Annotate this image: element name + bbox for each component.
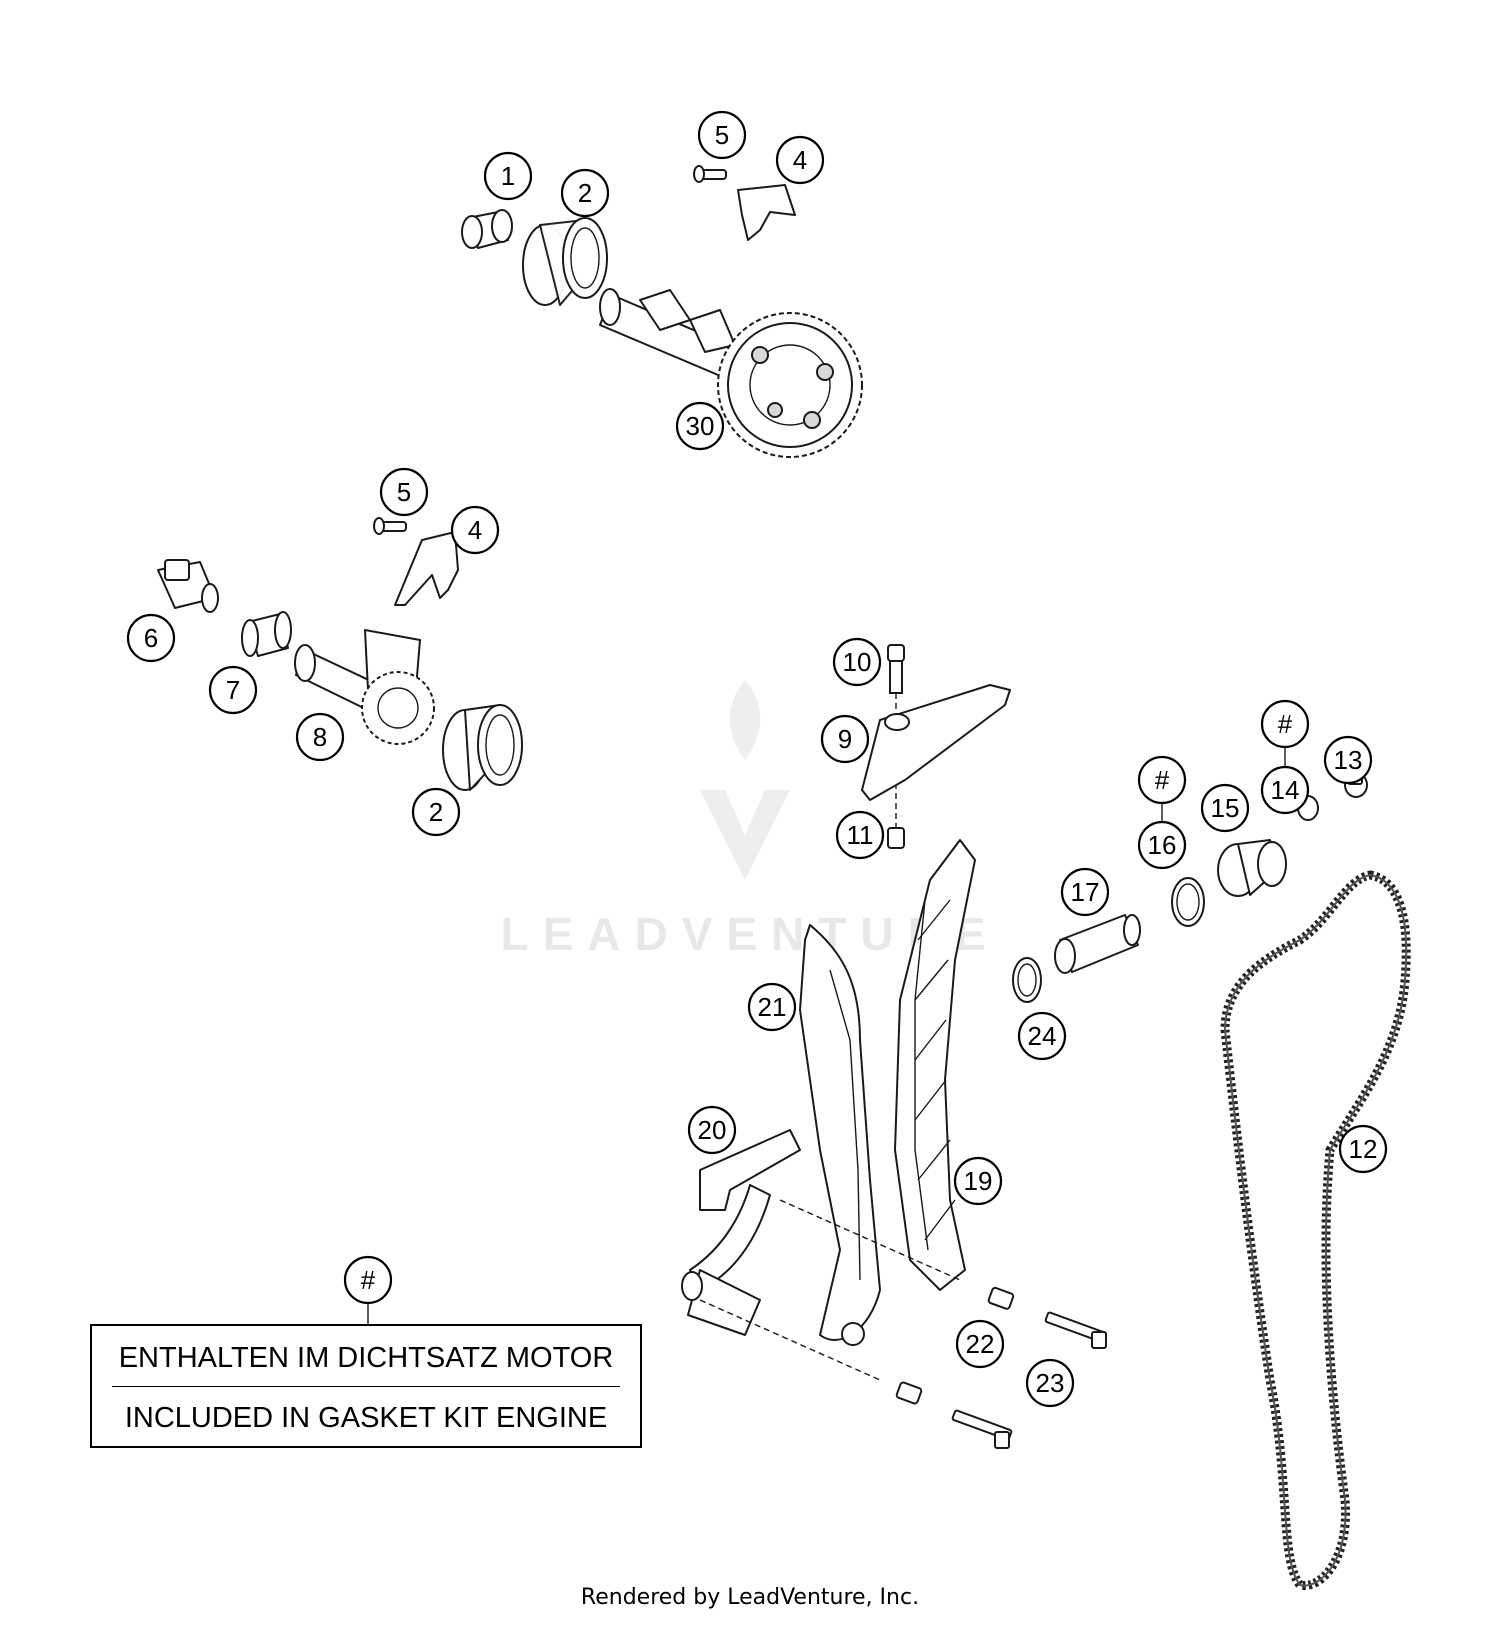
svg-text:11: 11: [847, 820, 874, 850]
callout-6: 6: [126, 613, 176, 663]
callout-7: 7: [208, 665, 258, 715]
callout-legend-hash: #: [343, 1255, 393, 1305]
part-8-camshaft-sprocket: [294, 629, 435, 745]
svg-text:20: 20: [698, 1115, 727, 1145]
svg-text:5: 5: [397, 477, 411, 507]
part-1-bearing: [461, 209, 513, 249]
part-4-bracket-mid: [394, 531, 459, 606]
svg-text:12: 12: [1349, 1134, 1378, 1164]
intake-camshaft-group: [157, 517, 523, 791]
svg-text:13: 13: [1334, 745, 1363, 775]
callout-2-mid: 2: [411, 787, 461, 837]
svg-text:19: 19: [964, 1166, 993, 1196]
svg-text:7: 7: [226, 675, 240, 705]
part-10-bolt: [887, 644, 905, 694]
part-2-bearing-ring-mid: [442, 704, 523, 791]
part-9-upper-guide: [861, 684, 1011, 801]
callout-17: 17: [1060, 867, 1110, 917]
part-23-bolt-upper: [1044, 1311, 1107, 1349]
legend-line-english: INCLUDED IN GASKET KIT ENGINE: [124, 1402, 608, 1434]
callout-1: 1: [483, 151, 533, 201]
part-30-cam-sprocket: [717, 312, 863, 458]
svg-text:23: 23: [1036, 1368, 1065, 1398]
part-20-bracket: [681, 1129, 801, 1336]
part-22-bushing-upper: [987, 1286, 1015, 1310]
part-6-sensor: [157, 559, 219, 613]
render-credit: Rendered by LeadVenture, Inc.: [580, 1585, 920, 1610]
callout-24: 24: [1017, 1011, 1067, 1061]
callout-14-hash: #: [1260, 699, 1310, 749]
callout-11: 11: [835, 810, 885, 860]
svg-text:10: 10: [843, 647, 872, 677]
callout-14: 14: [1260, 765, 1310, 815]
callout-21: 21: [747, 982, 797, 1032]
part-12-timing-chain: [1220, 870, 1411, 1591]
svg-text:#: #: [361, 1265, 376, 1295]
exhaust-camshaft-group: [461, 165, 863, 458]
svg-text:8: 8: [313, 722, 327, 752]
callout-23: 23: [1025, 1358, 1075, 1408]
part-23-bolt-lower: [951, 1409, 1013, 1449]
callout-16: 16: [1137, 820, 1187, 870]
callout-22: 22: [955, 1319, 1005, 1369]
watermark-logo: LEADVENTURE: [500, 680, 999, 960]
svg-text:16: 16: [1148, 830, 1177, 860]
svg-text:21: 21: [758, 992, 787, 1022]
callout-19: 19: [953, 1156, 1003, 1206]
svg-text:30: 30: [686, 411, 715, 441]
part-7-bearing: [241, 611, 292, 657]
callout-2-top: 2: [560, 168, 610, 218]
legend-divider: [112, 1386, 620, 1387]
callout-5-mid: 5: [379, 467, 429, 517]
chain-guide-group: [681, 644, 1368, 1449]
svg-text:15: 15: [1211, 793, 1240, 823]
svg-text:9: 9: [838, 724, 852, 754]
part-5-screw-top: [693, 165, 727, 183]
callout-4-mid: 4: [450, 505, 500, 555]
callout-16-hash: #: [1137, 755, 1187, 805]
part-2-bearing-ring-top: [522, 217, 608, 306]
svg-text:1: 1: [501, 161, 515, 191]
watermark-text: LEADVENTURE: [500, 908, 999, 960]
svg-text:17: 17: [1071, 877, 1100, 907]
part-4-bracket-top: [737, 184, 796, 241]
callout-4-top: 4: [775, 135, 825, 185]
svg-text:5: 5: [715, 120, 729, 150]
svg-text:24: 24: [1028, 1021, 1057, 1051]
svg-text:6: 6: [144, 623, 158, 653]
part-19-tensioner-rail: [894, 839, 976, 1291]
svg-text:4: 4: [468, 515, 482, 545]
part-5-screw-mid: [373, 517, 407, 535]
svg-text:4: 4: [793, 145, 807, 175]
part-24-o-ring: [1012, 957, 1042, 1003]
callout-13: 13: [1323, 735, 1373, 785]
part-11-bushing: [887, 827, 905, 849]
part-15-plug: [1217, 839, 1287, 897]
callout-20: 20: [687, 1105, 737, 1155]
svg-text:#: #: [1155, 765, 1170, 795]
svg-text:2: 2: [578, 178, 592, 208]
callout-10: 10: [832, 637, 882, 687]
part-22-bushing-lower: [895, 1381, 923, 1405]
part-16-o-ring: [1171, 877, 1205, 927]
callout-30: 30: [675, 401, 725, 451]
svg-text:#: #: [1278, 709, 1293, 739]
callout-8: 8: [295, 712, 345, 762]
svg-text:22: 22: [966, 1329, 995, 1359]
camshaft-shaft: [599, 288, 741, 381]
legend-line-german: ENTHALTEN IM DICHTSATZ MOTOR: [118, 1342, 614, 1374]
svg-text:14: 14: [1271, 775, 1300, 805]
svg-text:2: 2: [429, 797, 443, 827]
callout-9: 9: [820, 714, 870, 764]
part-21-guide-rail: [799, 924, 881, 1346]
gasket-kit-legend: ENTHALTEN IM DICHTSATZ MOTOR INCLUDED IN…: [90, 1324, 642, 1448]
part-17-tensioner: [1054, 914, 1141, 974]
callout-15: 15: [1200, 783, 1250, 833]
callout-5-top: 5: [697, 110, 747, 160]
callout-12: 12: [1338, 1124, 1388, 1174]
